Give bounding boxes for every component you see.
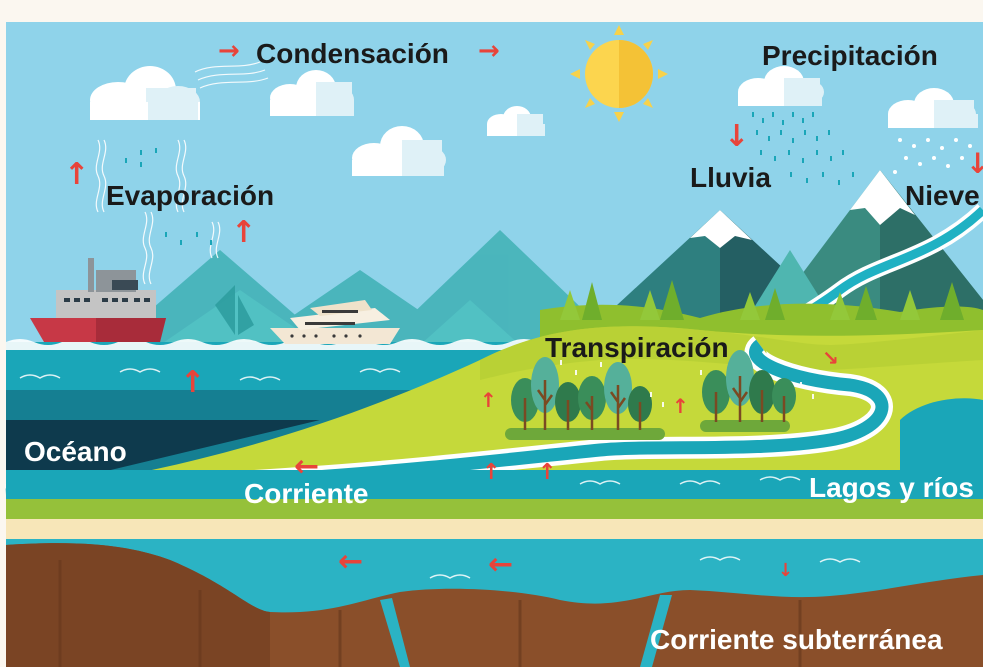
label-lluvia: Lluvia bbox=[690, 162, 771, 193]
label-lagos-rios: Lagos y ríos bbox=[809, 472, 974, 503]
rain-cloud-icon bbox=[738, 66, 824, 106]
cloud-icon bbox=[90, 66, 545, 176]
arrow-icon: → bbox=[478, 36, 500, 66]
arrow-icon: ↑ bbox=[231, 215, 257, 250]
tree-icon bbox=[560, 280, 964, 320]
arrow-icon: ↘ bbox=[822, 346, 839, 370]
sail-icon bbox=[215, 285, 254, 335]
arrow-icon: ↑ bbox=[538, 460, 557, 485]
label-oceano: Océano bbox=[24, 436, 127, 467]
yacht-icon bbox=[270, 300, 400, 344]
label-nieve: Nieve bbox=[905, 180, 980, 211]
arrow-icon: ↑ bbox=[482, 460, 501, 485]
arrow-icon: ↓ bbox=[778, 560, 794, 581]
sun-icon bbox=[570, 25, 668, 122]
arrow-icon: ↑ bbox=[180, 365, 206, 400]
arrow-icon: ← bbox=[294, 449, 320, 484]
arrow-icon: ↓ bbox=[966, 147, 983, 180]
ship-icon bbox=[30, 258, 166, 342]
label-corriente-subterranea: Corriente subterránea bbox=[650, 624, 943, 655]
forest bbox=[505, 350, 796, 440]
arrow-icon: ↑ bbox=[64, 157, 90, 192]
arrow-icon: ↓ bbox=[724, 119, 750, 154]
arrow-icon: ← bbox=[338, 544, 364, 579]
arrow-icon: ↑ bbox=[672, 394, 689, 418]
arrow-icon: ← bbox=[488, 547, 514, 582]
label-condensacion: Condensación bbox=[256, 38, 449, 69]
label-corriente: Corriente bbox=[244, 478, 369, 509]
wave-icon bbox=[19, 368, 861, 579]
label-precipitacion: Precipitación bbox=[762, 40, 938, 71]
label-evaporacion: Evaporación bbox=[106, 180, 275, 211]
arrow-icon: ↑ bbox=[480, 388, 497, 412]
label-transpiracion: Transpiración bbox=[545, 332, 729, 363]
snow-cloud-icon bbox=[888, 88, 978, 128]
arrow-icon: → bbox=[218, 36, 240, 66]
